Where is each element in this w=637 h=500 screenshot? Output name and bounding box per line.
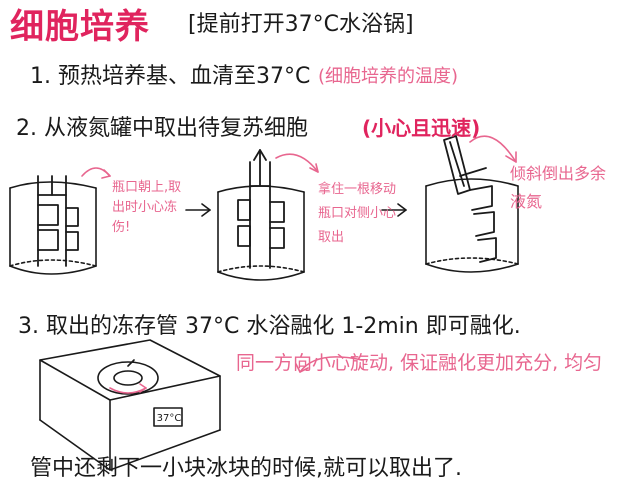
cryo-rack-2 xyxy=(237,149,285,269)
swirl-arrow xyxy=(109,383,147,394)
arrow-1 xyxy=(185,203,211,217)
step-1-text: 1. 预热培养基、血清至37°C xyxy=(30,64,311,89)
step-3-note: 同一方向小心旋动, 保证融化更加充分, 均匀 xyxy=(236,352,603,374)
cryo-rack-1 xyxy=(37,175,79,267)
ln2-tank-1 xyxy=(9,181,97,275)
water-bath xyxy=(39,339,221,471)
step-1-note: (细胞培养的温度) xyxy=(318,66,459,87)
ln2-tank-2 xyxy=(217,185,305,281)
step-2-text: 2. 从液氮罐中取出待复苏细胞 xyxy=(16,116,308,141)
footer-note: 管中还剩下一小块冰块的时候,就可以取出了. xyxy=(30,456,462,481)
water-bath-display: 37°C xyxy=(156,413,182,424)
page-title: 细胞培养 xyxy=(10,7,150,47)
arrow-2 xyxy=(381,203,407,217)
title-note: [提前打开37°C水浴锅] xyxy=(188,12,414,37)
pink-arrows xyxy=(81,135,517,373)
step-2-note: (小心且迅速) xyxy=(362,116,481,140)
ln2-tank-3 xyxy=(425,178,519,273)
panel-1-note: 瓶口朝上,取出时小心冻伤! xyxy=(112,180,182,235)
panel-2-note: 拿住一根移动瓶口对侧小心取出 xyxy=(318,182,397,245)
step-3-text: 3. 取出的冻存管 37°C 水浴融化 1-2min 即可融化. xyxy=(18,314,521,339)
panel-3-note: 倾斜倒出多余液氮 xyxy=(510,164,607,211)
cryo-rack-3 xyxy=(443,135,497,263)
